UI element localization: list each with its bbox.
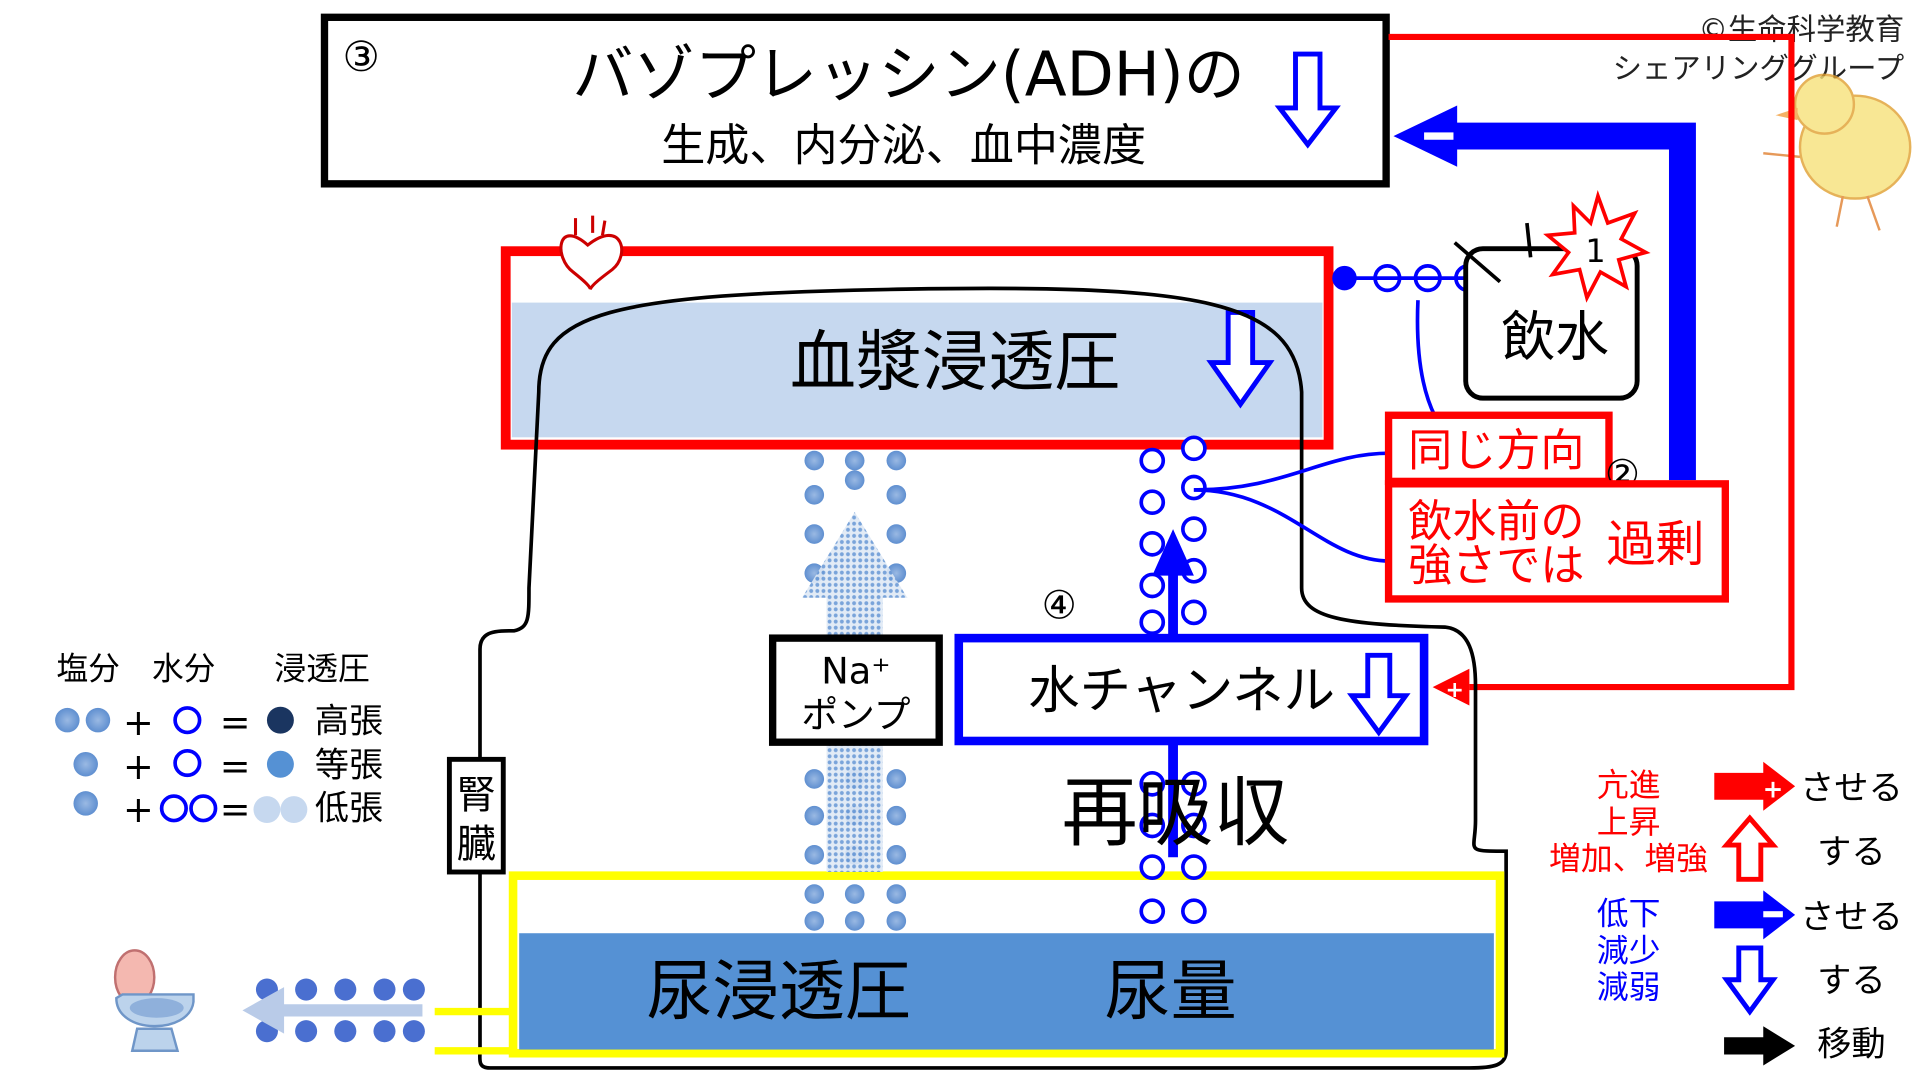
urine-dots-flow (255, 978, 425, 1043)
legend-make-reduce: させる (1800, 897, 1903, 937)
water-channel-box (954, 633, 1429, 746)
urine-volume-label: 尿量 (1104, 953, 1236, 1030)
excess-box (1384, 480, 1729, 603)
plasma-label: 血漿浸透圧 (790, 324, 1121, 401)
drink-connector-line (1415, 300, 1437, 418)
legend-blue-down-arrow-icon (1721, 945, 1778, 1016)
copyright-line2: シェアリンググループ (1613, 52, 1904, 86)
legend-label-isotonic: 等張 (315, 745, 384, 785)
na-pump-line2: ポンプ (801, 694, 910, 737)
channel-plus-sign: + (1445, 678, 1463, 703)
channel-plus-arrowhead-icon (1432, 668, 1470, 706)
excess-word: 過剰 (1607, 516, 1705, 573)
kidney-label-line2: 臓 (457, 822, 496, 867)
legend-enhance-2: 上昇 (1597, 803, 1661, 841)
channel-decrease-arrow-icon (1347, 652, 1411, 737)
svg-text:+: + (1763, 774, 1784, 803)
water-circles-column (1139, 435, 1207, 925)
excess-line2: 強さでは (1408, 541, 1584, 592)
water-to-feedback-connector-lower (1193, 488, 1390, 563)
blue-negative-feedback-line (1444, 122, 1696, 481)
legend-black-move-arrow-icon (1724, 1026, 1796, 1066)
adh-subtitle: 生成、内分泌、血中濃度 (661, 121, 1146, 172)
adh-title: バゾプレッシン(ADH)の (572, 40, 1245, 111)
svg-text:=: = (220, 745, 251, 788)
legend-make-enhance: させる (1800, 769, 1903, 809)
drink-step-number: 1 (1585, 232, 1605, 270)
svg-text:+: + (123, 701, 154, 744)
adh-box (320, 13, 1390, 188)
red-feedback-line (1388, 33, 1795, 691)
legend-reduce-1: 低下 (1597, 895, 1661, 933)
adh-decrease-arrow-icon (1274, 51, 1341, 149)
reabsorption-label: 再吸収 (1062, 769, 1290, 857)
legend-reduce-2: 減少 (1597, 931, 1661, 969)
water-intake-dots (1332, 264, 1500, 293)
same-direction-label: 同じ方向 (1408, 425, 1584, 476)
excess-line1: 飲水前の (1408, 496, 1584, 547)
legend-blue-minus-arrow-icon (1714, 890, 1796, 940)
kidney-label-box (446, 756, 506, 875)
drink-label: 飲水 (1501, 305, 1609, 368)
copyright-line1: ©生命科学教育 (1698, 12, 1904, 46)
urine-outflow-arrow (242, 987, 423, 1034)
adh-step-number: ③ (343, 32, 380, 81)
svg-text:+: + (123, 788, 154, 831)
plasma-fill (511, 302, 1323, 438)
toilet-icon (113, 949, 195, 1052)
legend-do-enhance: する (1817, 832, 1886, 872)
adh-minus-sign (1424, 132, 1454, 140)
heart-icon (559, 215, 624, 290)
urine-box-frame (508, 871, 1505, 1058)
legend-red-up-arrow-icon (1721, 814, 1779, 882)
na-pump-line1: Na⁺ (821, 649, 890, 692)
urine-fill (519, 933, 1494, 1050)
step4-number: ④ (1042, 584, 1077, 629)
svg-text:=: = (220, 701, 251, 744)
legend-header-salt: 塩分 (56, 650, 120, 688)
water-to-feedback-connector-upper (1193, 451, 1390, 492)
legend-row-hypotonic: + = 低張 (73, 788, 383, 831)
svg-text:=: = (220, 788, 251, 831)
legend-reduce-3: 減弱 (1597, 968, 1661, 1006)
legend-red-plus-arrow-icon (1714, 761, 1796, 811)
legend-row-hypertonic: + = 高張 (55, 701, 383, 744)
na-pump-box (768, 634, 943, 746)
legend-enhance-1: 亢進 (1597, 766, 1661, 804)
legend-header-osmotic: 浸透圧 (274, 650, 370, 688)
legend-label-hypertonic: 高張 (315, 701, 384, 741)
drink-burst-icon (1543, 190, 1651, 303)
urine-osmolality-label: 尿浸透圧 (647, 953, 911, 1030)
salt-dots-column (804, 450, 907, 931)
legend-enhance-3: 増加、増強 (1549, 840, 1708, 878)
legend-do-reduce: する (1817, 961, 1886, 1001)
water-channel-label: 水チャンネル (1028, 661, 1335, 721)
legend-move: 移動 (1817, 1025, 1886, 1065)
drink-cup-lip (1453, 222, 1533, 284)
legend-row-isotonic: + = 等張 (73, 745, 383, 788)
legend-header-water: 水分 (152, 650, 216, 688)
svg-text:+: + (123, 745, 154, 788)
legend-label-hypotonic: 低張 (315, 788, 384, 828)
plasma-decrease-arrow-icon (1206, 309, 1275, 409)
chick-illustration (1763, 73, 1912, 231)
urine-outflow-tube (434, 1007, 514, 1055)
kidney-label-line1: 腎 (457, 773, 496, 818)
